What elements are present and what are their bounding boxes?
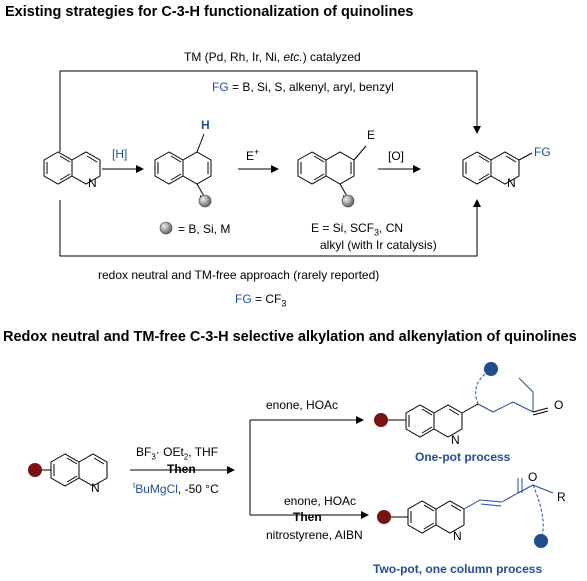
two-pot-label: Two-pot, one column process (373, 562, 543, 576)
tm-free-route-line (59, 199, 481, 257)
quinoline-start (43, 151, 101, 185)
hydride-h-label: H (201, 118, 210, 132)
tm-catalyzed-label: TM (Pd, Rh, Ir, Ni, etc.) catalyzed (184, 50, 361, 64)
fg-cf3-label: FG = CF3 (235, 292, 287, 309)
substituent-ball-upper-icon (374, 413, 388, 427)
reduction-reagent: [H] (112, 147, 128, 161)
lower-condition-1: enone, HOAc (284, 494, 357, 508)
ball-legend: = B, Si, M (178, 222, 231, 236)
substituent-ball-start-icon (28, 463, 42, 477)
fg-scope-label: FG = B, Si, S, alkenyl, aryl, benzyl (212, 80, 394, 94)
n-label-quinoline: N (88, 176, 97, 190)
carbonyl-o-lower: O (528, 470, 538, 484)
then-label-1: Then (167, 462, 196, 476)
grignard-condition: tBuMgCl, -50 °C (133, 481, 219, 496)
one-pot-label: One-pot process (415, 450, 511, 464)
upper-condition: enone, HOAc (266, 398, 339, 412)
electrophile-reagent: E+ (246, 147, 260, 163)
product-fg-label: FG (534, 145, 551, 159)
quinoline-upper-product (388, 403, 479, 438)
section1-title: Existing strategies for C-3-H functional… (5, 4, 414, 20)
carbonyl-o-upper: O (554, 398, 564, 412)
e-legend: E = Si, SCF3, CN (311, 221, 404, 238)
quinoline-start-section2 (42, 453, 108, 487)
redox-neutral-label: redox neutral and TM-free approach (rare… (98, 268, 380, 282)
substituent-ball-lower-icon (377, 510, 391, 524)
r-group-label: R (557, 490, 566, 504)
electrophile-e-label: E (367, 128, 376, 142)
metal-ball-legend-icon (159, 221, 173, 235)
section2-title: Redox neutral and TM-free C-3-H selectiv… (3, 329, 577, 345)
quinoline-fg-product (462, 151, 533, 185)
enone-chain (463, 478, 554, 541)
n-label-lower: N (453, 529, 462, 543)
n-label-start-2: N (91, 481, 100, 495)
dihydroquinoline-e (297, 145, 367, 199)
quinoline-lower-product (390, 500, 465, 534)
tm-route-line (59, 70, 481, 152)
alkyl-note: alkyl (with Ir catalysis) (320, 238, 437, 252)
lewis-acid-condition: BF3· OEt2, THF (136, 445, 219, 462)
metal-ball-icon (198, 194, 212, 208)
dihydroquinoline-h (154, 133, 212, 199)
ring-ball-lower-icon (534, 534, 548, 548)
ring-ball-upper-icon (484, 362, 498, 376)
n-label-product: N (507, 176, 516, 190)
lower-condition-2: nitrostyrene, AIBN (266, 528, 363, 542)
cyclohexanone-ring (475, 370, 549, 416)
n-label-upper: N (451, 433, 460, 447)
oxidation-reagent: [O] (388, 149, 405, 163)
then-label-2: Then (293, 510, 322, 524)
metal-ball-icon-2 (341, 194, 355, 208)
